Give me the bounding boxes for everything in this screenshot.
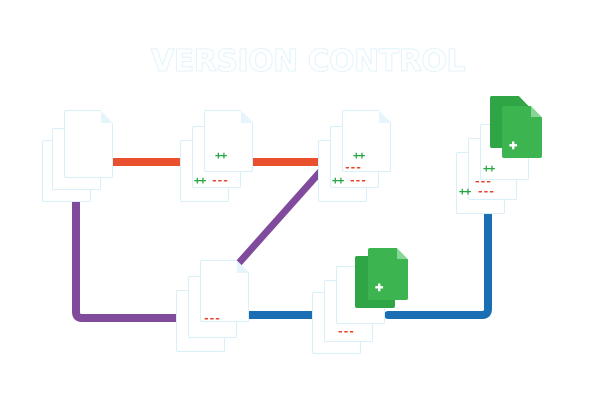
minus-icon: --- (349, 174, 367, 187)
diagram-title: VERSION CONTROL (151, 44, 466, 80)
green-document-icon: ✚ (368, 248, 408, 300)
document-stack-icon (200, 260, 249, 322)
plus-icon: ++ (483, 162, 495, 175)
document-stack-icon (342, 110, 391, 172)
minus-icon: --- (337, 325, 355, 338)
plus-icon: ++ (332, 174, 344, 187)
document-stack-icon (204, 110, 253, 172)
merge-branch-diagonal (234, 168, 324, 268)
minus-icon: --- (474, 175, 492, 188)
plus-icon: ✚ (509, 141, 518, 152)
plus-icon: ✚ (375, 283, 384, 294)
minus-icon: --- (203, 312, 221, 325)
plus-icon: ++ (194, 174, 206, 187)
plus-icon: ++ (459, 185, 471, 198)
merge-branch-line (72, 191, 184, 322)
feature-branch-line (384, 194, 492, 319)
document-stack-icon (64, 110, 113, 178)
minus-icon: --- (211, 174, 229, 187)
minus-icon: --- (477, 185, 495, 198)
plus-icon: ++ (215, 149, 227, 162)
minus-icon: --- (344, 161, 362, 174)
green-document-icon: ✚ (502, 106, 542, 158)
plus-icon: ++ (353, 149, 365, 162)
